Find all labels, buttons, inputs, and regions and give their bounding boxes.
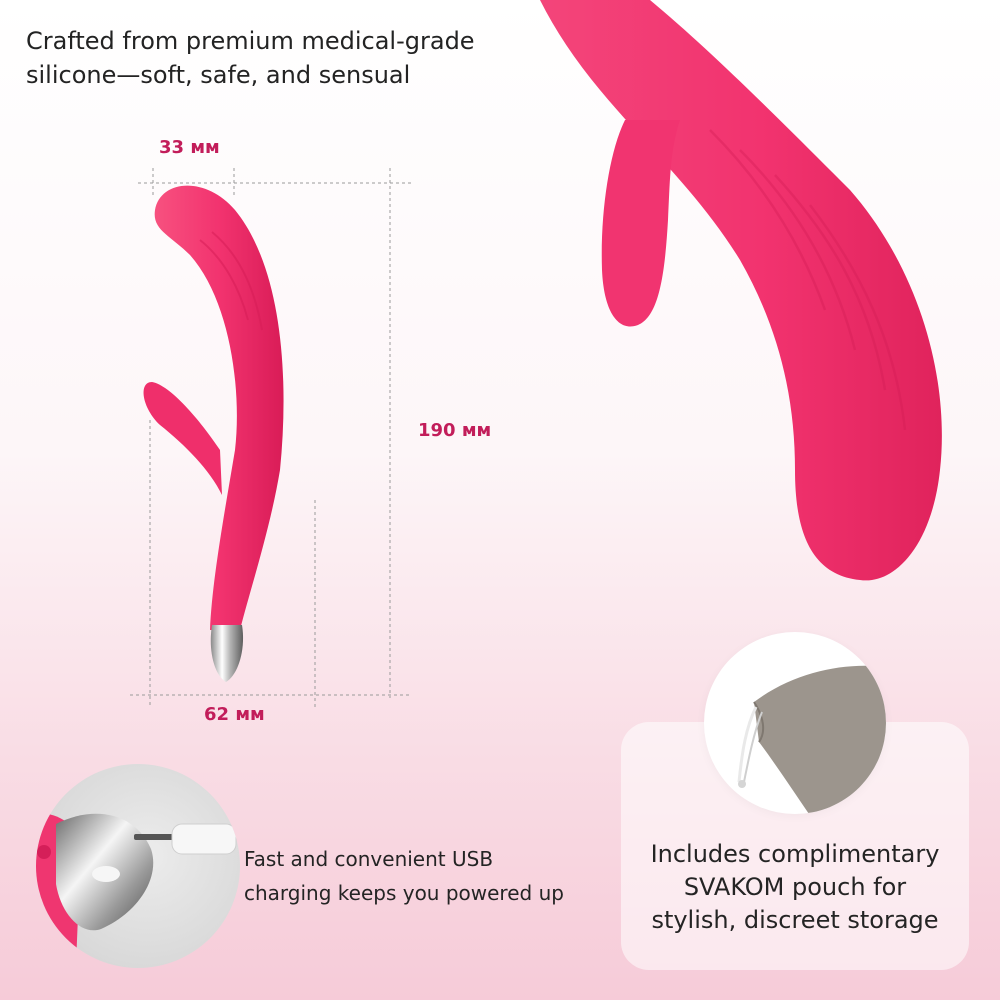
length-label: 190 мм [418, 420, 492, 441]
pouch-line-2: SVAKOM pouch for [683, 873, 907, 901]
pouch-line-1: Includes complimentary [650, 840, 940, 868]
pouch-line-3: stylish, discreet storage [651, 906, 939, 934]
product-image-full [143, 185, 284, 682]
charging-caption: Fast and convenient USB charging keeps y… [244, 842, 584, 910]
charging-line-1: Fast and convenient USB [244, 847, 494, 871]
pouch-illustration [737, 665, 886, 814]
base-width-label: 62 мм [204, 704, 265, 725]
charging-image [36, 764, 240, 968]
product-image-closeup [540, 0, 942, 581]
charging-line-2: charging keeps you powered up [244, 881, 564, 905]
pouch-image [704, 632, 886, 814]
usb-charging-illustration [36, 813, 237, 968]
tip-width-label: 33 мм [159, 137, 220, 158]
headline: Crafted from premium medical-grade silic… [26, 24, 546, 92]
headline-line-2: silicone—soft, safe, and sensual [26, 61, 411, 89]
pouch-caption: Includes complimentary SVAKOM pouch for … [621, 838, 969, 937]
headline-line-1: Crafted from premium medical-grade [26, 27, 475, 55]
